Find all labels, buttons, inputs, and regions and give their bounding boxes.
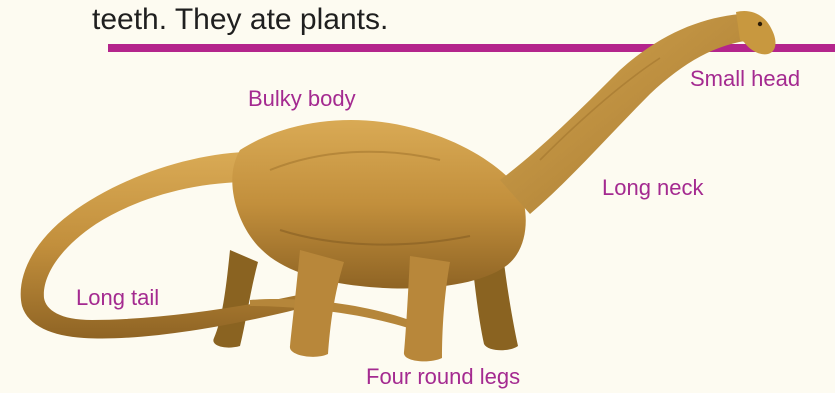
head bbox=[736, 11, 775, 54]
far-hind-leg bbox=[213, 250, 258, 348]
label-bulky-body: Bulky body bbox=[248, 86, 356, 112]
label-long-neck: Long neck bbox=[602, 175, 704, 201]
label-small-head: Small head bbox=[690, 66, 800, 92]
label-long-tail: Long tail bbox=[76, 285, 159, 311]
torso bbox=[232, 120, 525, 289]
eye bbox=[758, 22, 762, 26]
label-four-round-legs: Four round legs bbox=[366, 364, 520, 390]
near-front-leg bbox=[404, 256, 450, 361]
